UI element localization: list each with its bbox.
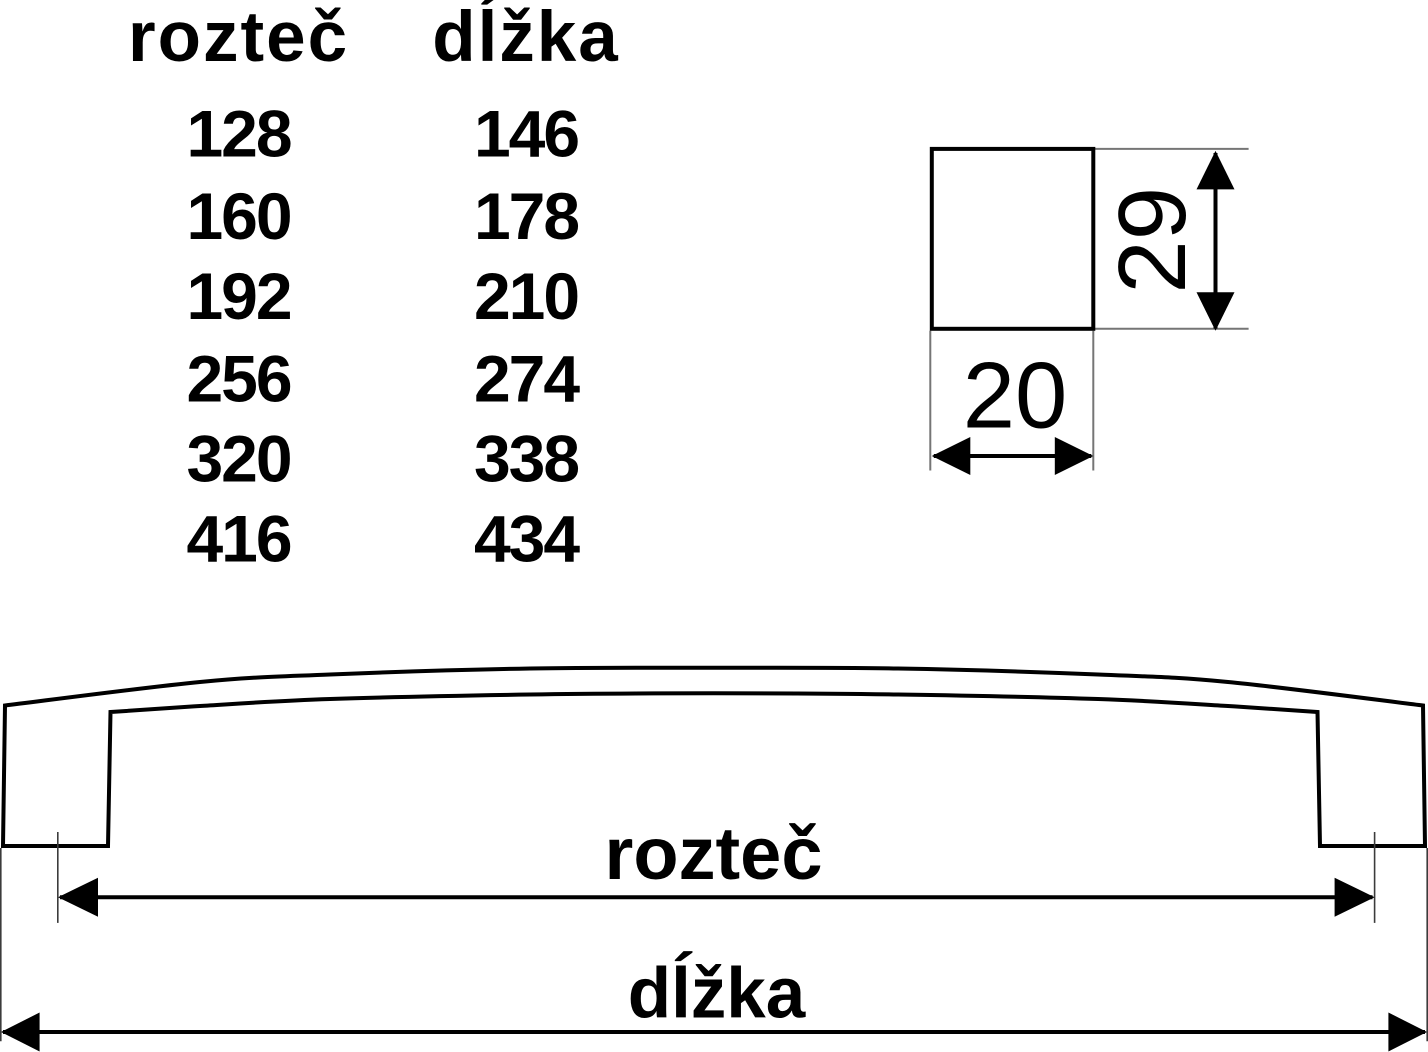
svg-text:rozteč: rozteč	[605, 812, 823, 895]
svg-text:128: 128	[186, 97, 290, 171]
svg-text:dĺžka: dĺžka	[628, 952, 806, 1034]
svg-text:146: 146	[474, 97, 578, 171]
svg-text:rozteč: rozteč	[128, 0, 349, 77]
svg-text:dĺžka: dĺžka	[432, 0, 620, 77]
svg-text:160: 160	[186, 179, 290, 253]
svg-text:434: 434	[474, 502, 580, 576]
svg-text:256: 256	[186, 342, 290, 416]
svg-text:320: 320	[186, 422, 290, 496]
svg-text:178: 178	[474, 179, 578, 253]
svg-text:29: 29	[1099, 187, 1206, 294]
svg-text:274: 274	[474, 342, 580, 416]
svg-text:210: 210	[474, 259, 578, 333]
svg-text:192: 192	[186, 259, 290, 333]
svg-text:338: 338	[474, 422, 578, 496]
svg-text:20: 20	[963, 343, 1068, 448]
svg-text:416: 416	[186, 502, 290, 576]
